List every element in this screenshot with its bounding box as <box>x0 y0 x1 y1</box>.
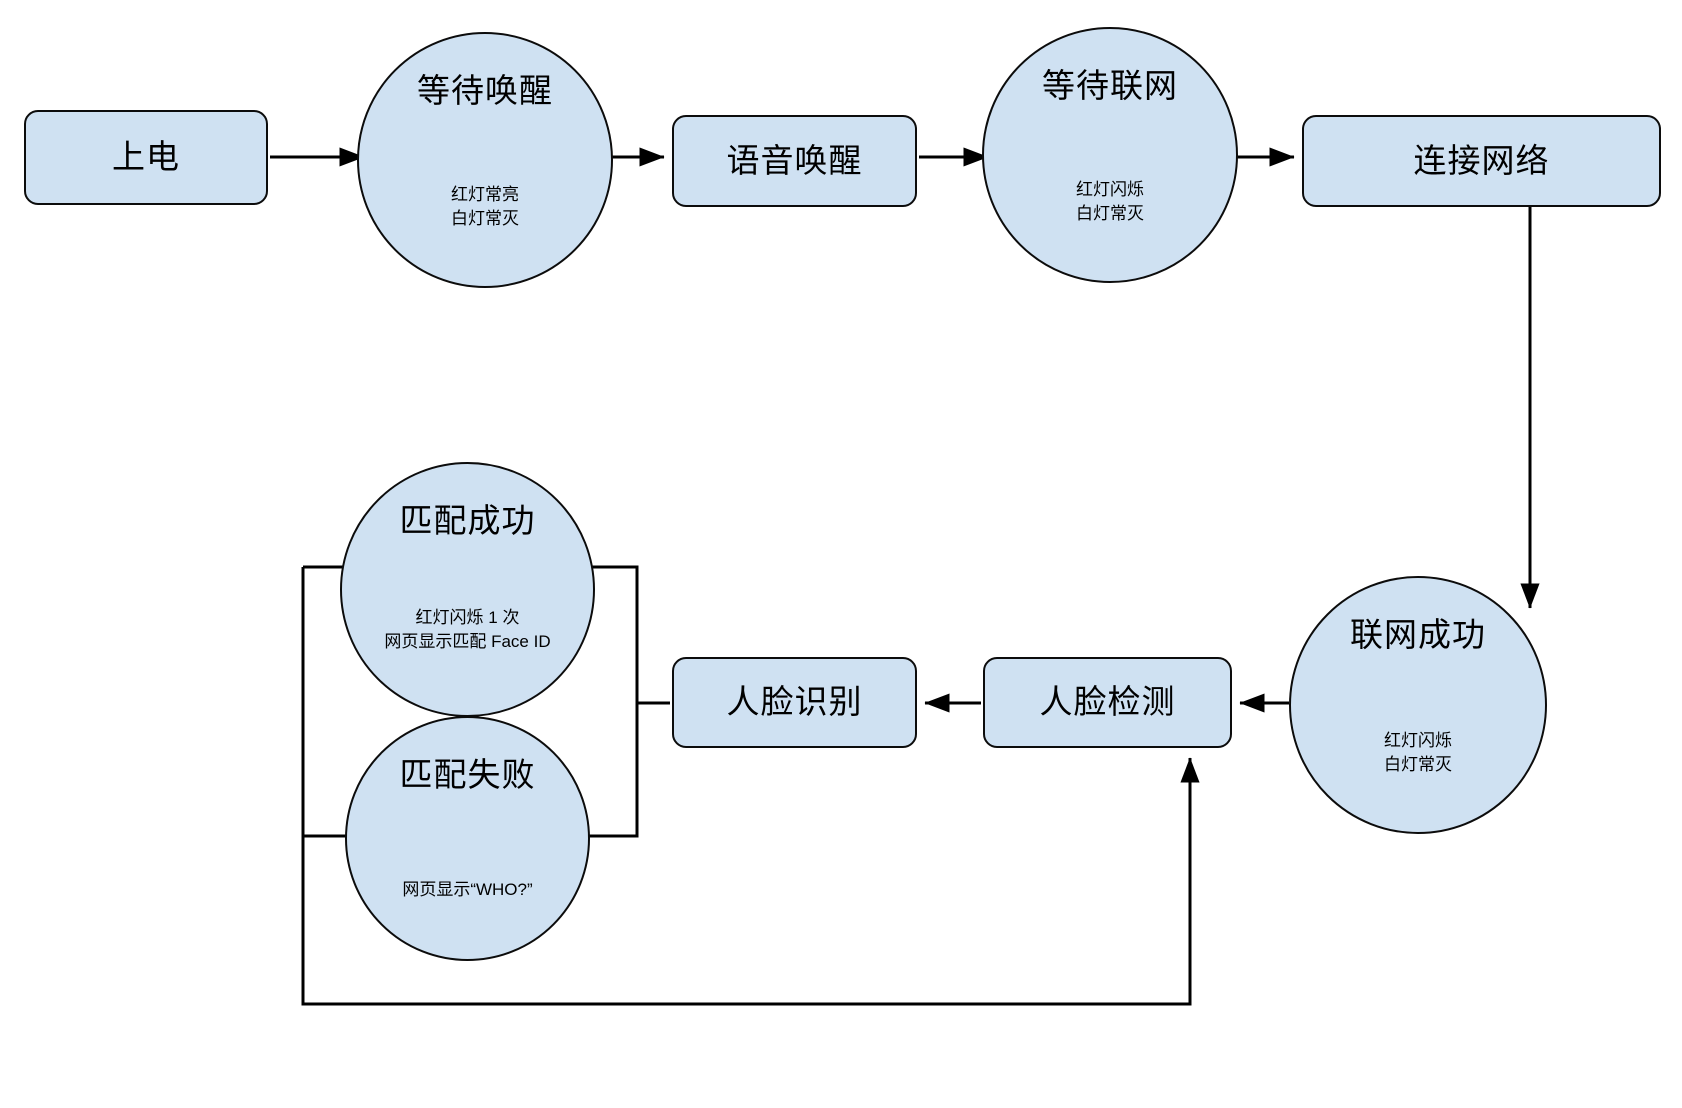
node-wait-network-subtext: 红灯闪烁 白灯常灭 <box>984 178 1236 227</box>
node-connect-network-title: 连接网络 <box>1413 141 1550 179</box>
node-connect-network[interactable]: 连接网络 <box>1302 115 1661 207</box>
node-network-success[interactable]: 联网成功 红灯闪烁 白灯常灭 <box>1289 576 1547 834</box>
node-wait-network-title: 等待联网 <box>1042 67 1178 104</box>
node-power-on-title: 上电 <box>112 138 180 176</box>
node-match-success-sub-line2: 网页显示匹配 Face ID <box>384 632 551 652</box>
node-network-success-title: 联网成功 <box>1350 616 1486 653</box>
node-match-success-sub-line1: 红灯闪烁 1 次 <box>415 607 520 627</box>
node-match-fail[interactable]: 匹配失败 网页显示“WHO?” <box>345 716 590 961</box>
node-wait-wakeup-subtext: 红灯常亮 白灯常灭 <box>359 183 611 232</box>
node-wait-wakeup-sub-line2: 白灯常灭 <box>451 209 519 229</box>
node-match-success[interactable]: 匹配成功 红灯闪烁 1 次 网页显示匹配 Face ID <box>340 462 595 717</box>
node-wait-network[interactable]: 等待联网 红灯闪烁 白灯常灭 <box>982 27 1238 283</box>
node-match-success-subtext: 红灯闪烁 1 次 网页显示匹配 Face ID <box>342 606 593 655</box>
node-wait-wakeup-title: 等待唤醒 <box>417 72 553 109</box>
node-voice-wakeup-title: 语音唤醒 <box>726 141 863 179</box>
node-face-recognize[interactable]: 人脸识别 <box>672 657 917 748</box>
node-network-success-subtext: 红灯闪烁 白灯常灭 <box>1291 729 1545 778</box>
node-network-success-sub-line2: 白灯常灭 <box>1384 755 1452 775</box>
node-match-success-title: 匹配成功 <box>399 502 536 539</box>
node-wait-network-sub-line2: 白灯常灭 <box>1076 204 1144 224</box>
node-wait-wakeup-sub-line1: 红灯常亮 <box>451 184 519 204</box>
node-match-fail-sub-line1: 网页显示“WHO?” <box>402 880 533 900</box>
node-wait-network-sub-line1: 红灯闪烁 <box>1076 179 1144 199</box>
node-match-fail-title: 匹配失败 <box>399 756 536 793</box>
node-wait-wakeup[interactable]: 等待唤醒 红灯常亮 白灯常灭 <box>357 32 613 288</box>
node-face-detect-title: 人脸检测 <box>1039 683 1176 721</box>
node-network-success-sub-line1: 红灯闪烁 <box>1384 730 1452 750</box>
node-face-recognize-title: 人脸识别 <box>726 683 863 721</box>
node-match-fail-subtext: 网页显示“WHO?” <box>347 878 588 903</box>
node-power-on[interactable]: 上电 <box>24 110 268 205</box>
node-voice-wakeup[interactable]: 语音唤醒 <box>672 115 917 207</box>
node-face-detect[interactable]: 人脸检测 <box>983 657 1232 748</box>
